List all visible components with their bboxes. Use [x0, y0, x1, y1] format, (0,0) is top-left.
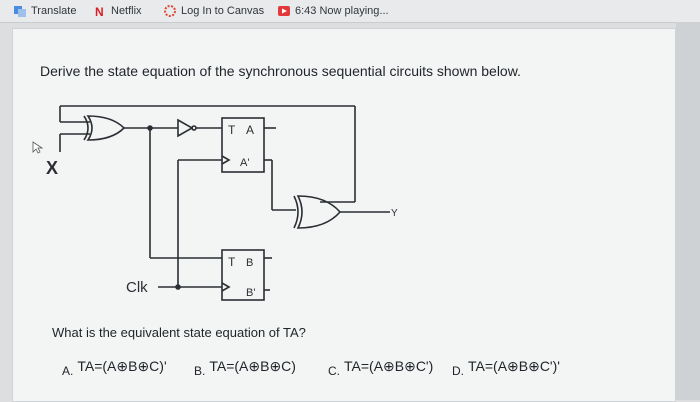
xor-gate-1 [83, 115, 126, 141]
option-a[interactable]: A.TA=(A⊕B⊕C)' [62, 358, 167, 378]
bookmark-media[interactable]: 6:43 Now playing... [278, 4, 389, 18]
canvas-icon [164, 5, 176, 17]
option-text: TA=(A⊕B⊕C')' [468, 358, 560, 374]
option-letter: A. [62, 364, 74, 378]
svg-text:T: T [228, 123, 236, 137]
svg-text:B: B [246, 257, 253, 269]
xor-gate-2 [293, 195, 342, 229]
bookmark-translate[interactable]: Translate [14, 4, 76, 18]
bookmark-netflix[interactable]: N Netflix [94, 4, 142, 18]
output-label-y: Y [391, 208, 398, 219]
translate-icon [14, 5, 26, 17]
option-letter: B. [194, 364, 206, 378]
input-label-x: X [46, 158, 58, 178]
option-letter: D. [452, 364, 464, 378]
option-c[interactable]: C. TA=(A⊕B⊕C') [328, 358, 434, 378]
clock-label: Clk [126, 279, 148, 296]
bookmark-label: Netflix [111, 5, 142, 17]
svg-text:T: T [228, 255, 236, 269]
option-text: TA=(A⊕B⊕C') [344, 358, 434, 374]
buffer-gate [177, 118, 197, 138]
bookmark-label: Translate [31, 5, 77, 17]
flipflop-a: T A A' [221, 117, 265, 173]
question-prompt: What is the equivalent state equation of… [52, 325, 306, 340]
option-letter: C. [328, 364, 340, 378]
option-d[interactable]: D. TA=(A⊕B⊕C')' [452, 358, 560, 378]
bookmark-label: 6:43 Now playing... [295, 5, 389, 17]
question-text: Derive the state equation of the synchro… [40, 63, 521, 79]
cursor-icon [32, 141, 44, 154]
page-side-panel [676, 22, 700, 400]
svg-text:A': A' [240, 157, 249, 169]
svg-text:B': B' [246, 287, 255, 299]
bookmarks-bar: Translate N Netflix Log In to Canvas 6:4… [0, 0, 700, 23]
bookmark-label: Log In to Canvas [181, 5, 265, 17]
option-b[interactable]: B.TA=(A⊕B⊕C) [194, 358, 296, 378]
flipflop-b: T B B' [221, 249, 265, 301]
question-card [12, 28, 676, 402]
media-icon [278, 5, 290, 17]
svg-text:N: N [95, 5, 104, 17]
svg-text:A: A [246, 123, 254, 137]
option-text: TA=(A⊕B⊕C) [209, 358, 296, 374]
option-text: TA=(A⊕B⊕C)' [77, 358, 167, 374]
bookmark-canvas[interactable]: Log In to Canvas [164, 4, 264, 18]
netflix-icon: N [94, 5, 106, 17]
